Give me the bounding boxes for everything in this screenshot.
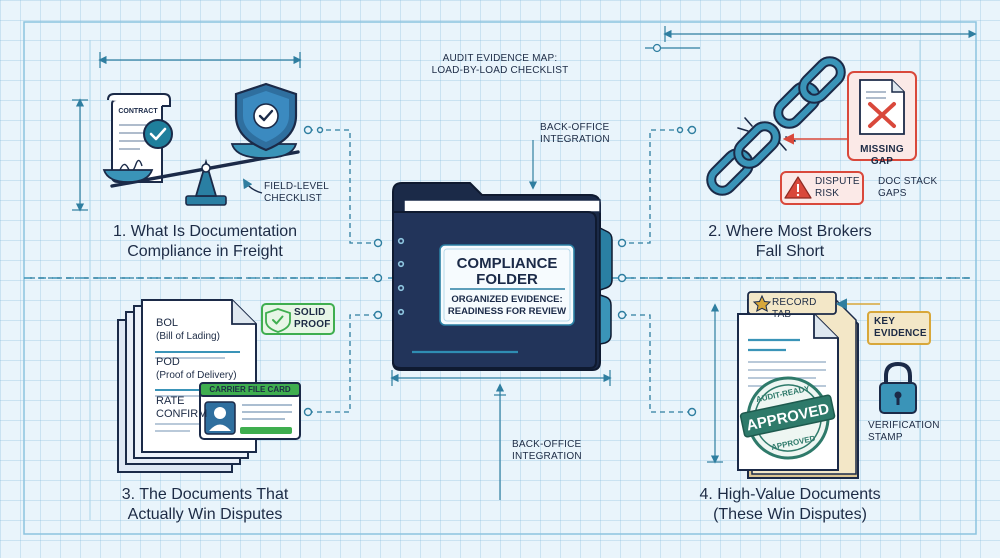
doc-item-bol-title: BOL xyxy=(156,317,179,329)
folder-title-line2: FOLDER xyxy=(476,271,538,288)
doc-stack-line1: DOC STACK xyxy=(878,176,938,187)
solid-line1: SOLID xyxy=(294,307,326,318)
map-title-line1: AUDIT EVIDENCE MAP: xyxy=(442,53,558,64)
doc-stack-line2: GAPS xyxy=(878,188,907,199)
doc-item-pod-title: POD xyxy=(156,356,180,368)
integration-bottom-line1: BACK-OFFICE xyxy=(512,439,582,450)
note-line1: FIELD-LEVEL xyxy=(264,181,330,192)
integration-top-label: BACK-OFFICE INTEGRATION xyxy=(540,122,650,146)
folder-sub-line1: ORGANIZED EVIDENCE: xyxy=(451,294,562,305)
padlock-icon xyxy=(879,361,917,414)
section2-heading: 2. Where Most Brokers Fall Short xyxy=(680,222,900,262)
warning-icon xyxy=(784,176,812,199)
missing-gap-label: MISSING GAP xyxy=(860,144,904,167)
solid-proof-label: SOLID PROOF xyxy=(294,307,334,331)
doc-stack-gaps-label: DOC STACK GAPS xyxy=(878,176,958,200)
dispute-line1: DISPUTE xyxy=(815,176,860,187)
id-card-icon xyxy=(199,382,301,440)
section4-heading-line1: 4. High-Value Documents xyxy=(699,486,881,503)
shield-check-icon xyxy=(234,82,298,152)
note-line2: CHECKLIST xyxy=(264,193,322,204)
missing-document-icon xyxy=(859,79,905,135)
section1-heading-line2: Compliance in Freight xyxy=(127,243,283,260)
integration-top-line2: INTEGRATION xyxy=(540,134,610,145)
contract-label: CONTRACT xyxy=(118,108,158,115)
dimension-folder-height xyxy=(494,383,506,500)
integration-bottom-label: BACK-OFFICE INTEGRATION xyxy=(512,439,622,463)
key-evidence-label: KEY EVIDENCE xyxy=(874,316,930,340)
doc-item-pod: POD (Proof of Delivery) xyxy=(156,356,256,382)
doc-item-rate-title: RATE xyxy=(156,395,185,407)
shield-check-small-icon xyxy=(265,308,291,333)
section4-heading-line2: (These Win Disputes) xyxy=(713,506,867,523)
field-level-checklist-note: FIELD-LEVEL CHECKLIST xyxy=(264,181,354,205)
key-line2: EVIDENCE xyxy=(874,328,927,339)
doc-item-bol: BOL (Bill of Lading) xyxy=(156,317,246,343)
approved-stamp-icon: APPROVED AUDIT-READY APPROVED xyxy=(739,376,836,460)
map-title: AUDIT EVIDENCE MAP: LOAD-BY-LOAD CHECKLI… xyxy=(405,53,595,77)
record-tab-label: RECORD TAB xyxy=(772,297,817,320)
doc-item-pod-subtitle: (Proof of Delivery) xyxy=(156,370,237,381)
section3-heading: 3. The Documents That Actually Win Dispu… xyxy=(80,485,330,525)
connector-lines xyxy=(30,129,970,413)
balance-scale-icon xyxy=(102,143,300,206)
dimension-right-vertical xyxy=(707,303,723,464)
key-line1: KEY xyxy=(874,316,896,327)
doc-item-bol-subtitle: (Bill of Lading) xyxy=(156,331,220,342)
key-evidence-box xyxy=(867,311,931,345)
section1-heading: 1. What Is Documentation Compliance in F… xyxy=(80,222,330,262)
connector-nodes xyxy=(303,125,697,417)
dimension-folder-width xyxy=(390,370,612,386)
dimension-top-left xyxy=(98,52,302,68)
note-arrow-1 xyxy=(242,178,263,194)
verification-line2: STAMP xyxy=(868,432,903,443)
dispute-risk-label: DISPUTE RISK xyxy=(815,176,861,200)
dimension-left-vertical xyxy=(72,98,88,212)
dispute-line2: RISK xyxy=(815,188,840,199)
integration-bottom-line2: INTEGRATION xyxy=(512,451,582,462)
verification-line1: VERIFICATION xyxy=(868,420,940,431)
broken-chain-icon xyxy=(706,56,846,196)
solid-line2: PROOF xyxy=(294,319,331,330)
star-icon xyxy=(752,294,772,312)
compliance-folder-icon: COMPLIANCE FOLDER ORGANIZED EVIDENCE: RE… xyxy=(392,182,613,371)
section2-heading-line2: Fall Short xyxy=(755,243,825,260)
doc-item-rate-subtitle: CONFIRM xyxy=(156,408,208,420)
section1-heading-line1: 1. What Is Documentation xyxy=(112,223,298,240)
verification-stamp-label: VERIFICATION STAMP xyxy=(868,420,958,444)
folder-sub-line2: READINESS FOR REVIEW xyxy=(448,306,566,317)
section4-heading: 4. High-Value Documents (These Win Dispu… xyxy=(665,485,915,525)
carrier-file-card-label: CARRIER FILE CARD xyxy=(209,385,291,394)
integration-top-line1: BACK-OFFICE xyxy=(540,122,610,133)
dimension-top-right xyxy=(645,26,977,53)
section3-heading-line2: Actually Win Disputes xyxy=(127,506,283,523)
contract-icon: CONTRACT xyxy=(107,93,173,183)
section2-heading-line1: 2. Where Most Brokers xyxy=(708,223,872,240)
doc-item-rate-confirm: RATE CONFIRM xyxy=(156,395,216,421)
section3-heading-line1: 3. The Documents That xyxy=(121,486,289,503)
map-title-line2: LOAD-BY-LOAD CHECKLIST xyxy=(431,65,569,76)
folder-title-line1: COMPLIANCE xyxy=(457,255,558,272)
